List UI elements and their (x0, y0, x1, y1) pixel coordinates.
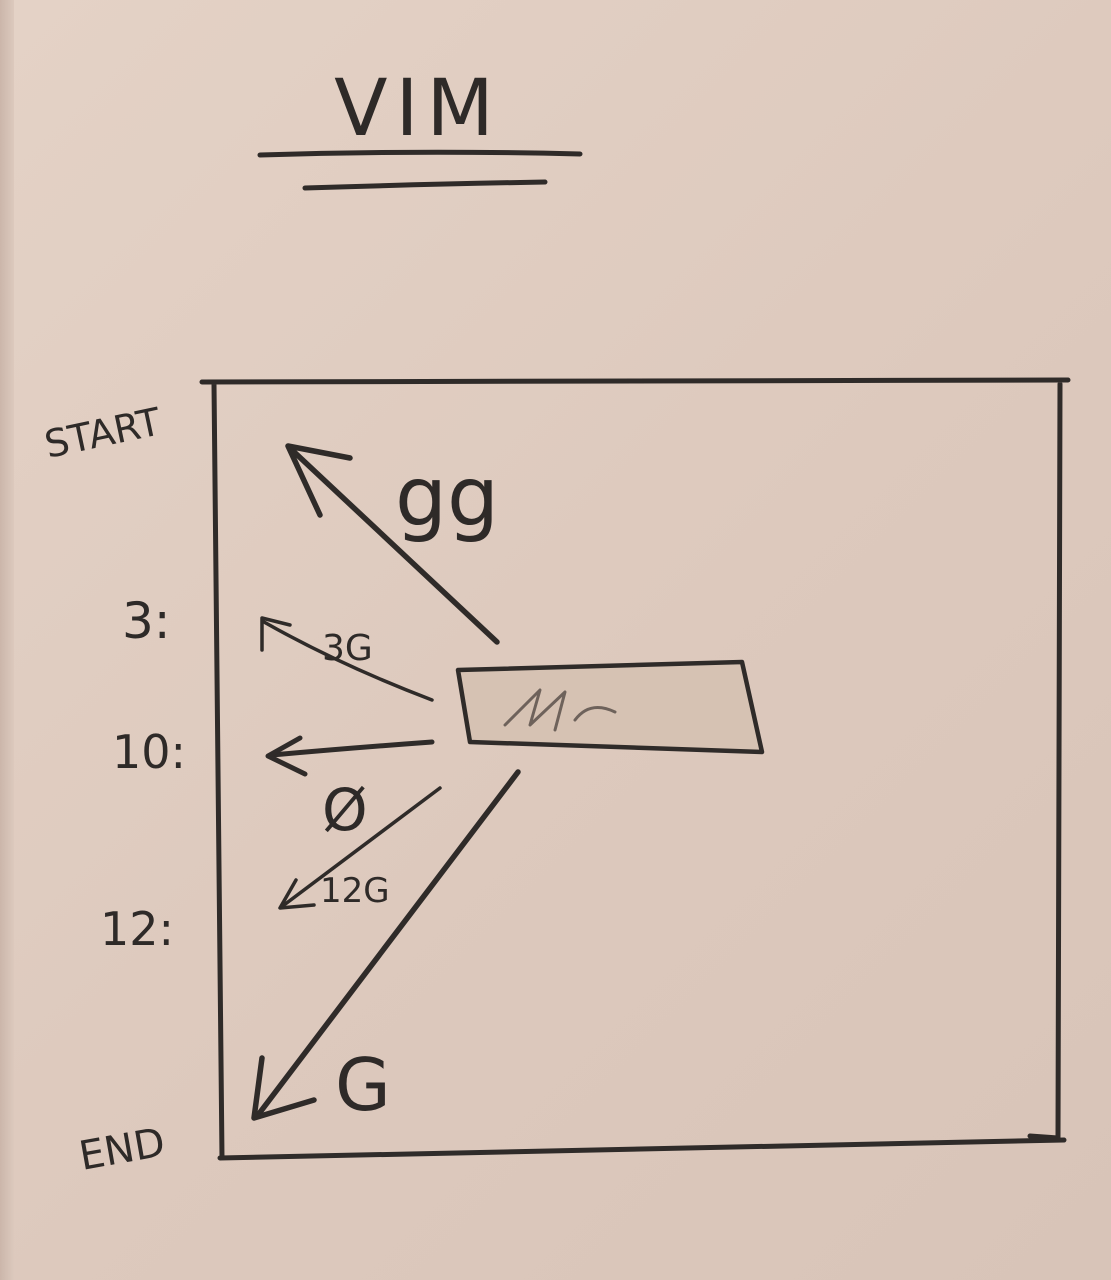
arrow-zero-head (265, 735, 308, 777)
label-line-12: 12: (100, 902, 174, 956)
arrow-3g (262, 620, 434, 702)
arrow-g-end (255, 769, 521, 1118)
cursor-block (455, 659, 765, 755)
arrow-gg-head (285, 443, 353, 518)
command-12g: 12G (320, 871, 390, 911)
arrow-12g-head (278, 878, 316, 910)
title-underline-top (257, 149, 583, 158)
arrow-g-end-head (251, 1055, 317, 1121)
command-g-end: G (335, 1043, 391, 1127)
command-zero: Ø (322, 776, 368, 844)
label-line-10: 10: (112, 725, 186, 779)
diagram-title: VIM (334, 64, 502, 154)
arrow-12g (282, 786, 442, 907)
label-start: START (41, 399, 166, 467)
cursor-scribble (503, 688, 617, 732)
command-gg: gg (395, 450, 499, 545)
arrow-zero (269, 739, 435, 758)
label-line-3: 3: (122, 592, 171, 650)
command-3g: 3G (322, 628, 373, 669)
title-underline-bottom (302, 179, 548, 191)
label-end: END (76, 1120, 169, 1180)
arrow-3g-head (260, 616, 292, 652)
paper-edge (0, 0, 14, 1280)
arrow-gg (289, 447, 500, 645)
buffer-box (199, 377, 1071, 1161)
